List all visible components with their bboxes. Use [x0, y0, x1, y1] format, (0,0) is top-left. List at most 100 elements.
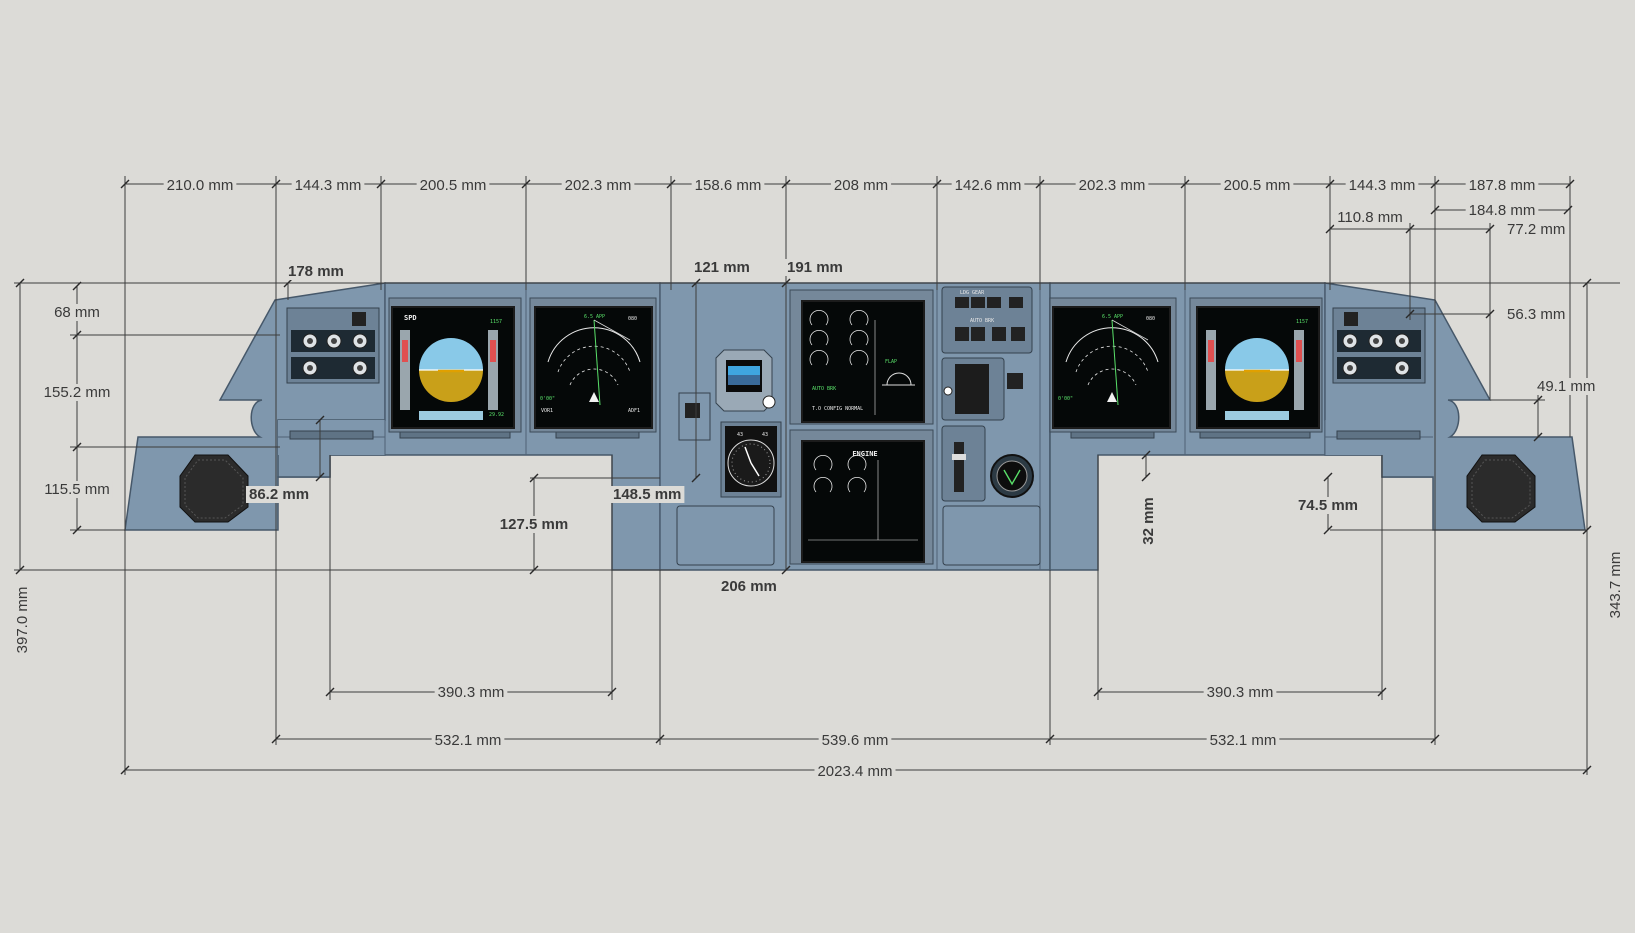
dim-155-2: 155.2 mm: [44, 384, 111, 401]
label-mask: [431, 732, 505, 749]
dimension-tick: [1035, 179, 1045, 189]
label-mask: [41, 481, 113, 498]
label-mask: [784, 259, 846, 276]
label-mask: [561, 177, 635, 194]
eicas-flap-label: FLAP: [885, 359, 897, 365]
dimension-tick: [271, 734, 281, 744]
label-mask: [1465, 202, 1539, 219]
dimension-tick: [932, 179, 942, 189]
label-mask: [1220, 177, 1294, 194]
label-mask: [830, 177, 892, 194]
dim-127-5: 127.5 mm: [500, 516, 568, 533]
label-mask: [1140, 494, 1157, 548]
dimension-tick: [1582, 525, 1592, 535]
dim-bottom-cutout-right: 390.3 mm: [1207, 684, 1274, 701]
pfd-right-vs: 1157: [1296, 319, 1308, 325]
dimension-tick: [376, 179, 386, 189]
dimension-tick: [1485, 309, 1495, 319]
upper-eicas: FLAP AUTO BRK T.O CONFIG NORMAL: [789, 289, 934, 425]
label-mask: [1534, 378, 1599, 395]
dim-top-8: 202.3 mm: [1079, 177, 1146, 194]
dim-191: 191 mm: [787, 259, 843, 276]
dimension-ticks: [15, 179, 1592, 775]
left-nd: 6.5 APP 080 0'00" VOR1 ADF1: [529, 297, 657, 433]
dim-top-7: 142.6 mm: [955, 177, 1022, 194]
dimension-tick: [1563, 205, 1573, 215]
dimension-tick: [1045, 734, 1055, 744]
dimension-tick: [529, 473, 539, 483]
dimension-tick: [15, 278, 25, 288]
engine-page-title: ENGINE: [852, 450, 877, 458]
standby-instrument: [715, 349, 776, 412]
dim-top-11: 187.8 mm: [1469, 177, 1536, 194]
dimension-tick: [15, 565, 25, 575]
dimension-tick: [1405, 309, 1415, 319]
dim-110-8: 110.8 mm: [1337, 209, 1403, 226]
clock-top-left: 43: [737, 432, 743, 438]
dim-top-1: 210.0 mm: [167, 177, 234, 194]
dim-top-4: 202.3 mm: [565, 177, 632, 194]
dimension-tick: [1533, 432, 1543, 442]
right-speaker-grille: [1466, 454, 1536, 523]
label-mask: [291, 177, 365, 194]
label-mask: [1206, 732, 1280, 749]
dimension-tick: [781, 278, 791, 288]
dimension-tick: [1485, 224, 1495, 234]
dimension-tick: [529, 565, 539, 575]
dim-184-8: 184.8 mm: [1469, 202, 1536, 219]
dimension-tick: [1582, 765, 1592, 775]
dimension-tick: [1323, 525, 1333, 535]
label-mask: [818, 732, 892, 749]
dimension-tick: [691, 278, 701, 288]
dimension-tick: [666, 179, 676, 189]
dimension-labels: 210.0 mm 144.3 mm 200.5 mm 202.3 mm 158.…: [14, 177, 1624, 780]
pfd-spd-label: SPD: [404, 314, 417, 322]
dimension-tick: [1141, 472, 1151, 482]
dim-68: 68 mm: [54, 304, 100, 321]
nd-hdg: 080: [628, 316, 637, 322]
autobrake-panel: AUTO BRK LDG GEAR: [941, 286, 1033, 354]
label-mask: [496, 516, 572, 533]
dimension-tick: [1323, 472, 1333, 482]
label-mask: [1203, 684, 1277, 701]
label-mask: [1504, 306, 1569, 323]
label-mask: [416, 177, 490, 194]
dim-178: 178 mm: [288, 263, 344, 280]
dimension-tick: [1533, 395, 1543, 405]
label-mask: [1334, 209, 1406, 226]
dim-397: 397.0 mm: [14, 587, 31, 654]
dimension-tick: [72, 442, 82, 452]
dimension-tick: [1377, 687, 1387, 697]
nd-right-hdg: 080: [1146, 316, 1155, 322]
label-mask: [51, 304, 103, 321]
dim-74-5: 74.5 mm: [1298, 497, 1358, 514]
label-mask: [1607, 548, 1624, 622]
nd-right-mode-label: 6.5 APP: [1102, 314, 1123, 320]
dim-49-1: 49.1 mm: [1537, 378, 1595, 395]
left-speaker-grille: [179, 454, 249, 523]
label-mask: [1465, 177, 1539, 194]
dim-115-5: 115.5 mm: [44, 481, 110, 498]
dim-top-2: 144.3 mm: [295, 177, 362, 194]
dim-bottom-section-center: 539.6 mm: [822, 732, 889, 749]
dimension-tick: [1141, 450, 1151, 460]
label-mask: [1294, 497, 1362, 514]
dimension-tick: [1180, 179, 1190, 189]
right-pfd: 1157: [1189, 297, 1323, 433]
dimension-tick: [781, 179, 791, 189]
dim-top-9: 200.5 mm: [1224, 177, 1291, 194]
label-mask: [610, 486, 685, 503]
ldg-gear-label: LDG GEAR: [960, 290, 985, 296]
label-mask: [40, 384, 114, 401]
dimension-tick: [120, 765, 130, 775]
dimension-tick: [1430, 734, 1440, 744]
dimension-tick: [1430, 205, 1440, 215]
dimension-tick: [72, 330, 82, 340]
dim-bottom-total: 2023.4 mm: [817, 763, 892, 780]
gear-panel: [941, 357, 1023, 421]
label-mask: [814, 763, 896, 780]
dimension-tick: [1093, 687, 1103, 697]
dimension-tick: [1582, 278, 1592, 288]
label-mask: [14, 583, 31, 657]
